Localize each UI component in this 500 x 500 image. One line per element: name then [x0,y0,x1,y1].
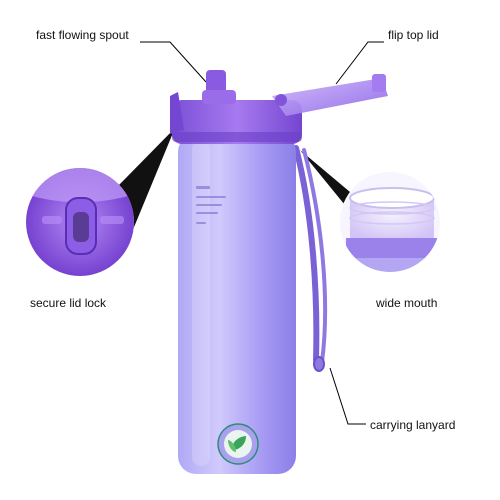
bottle-body [178,134,296,474]
flip-top-lid [272,78,388,116]
lid-leader-line [335,41,384,85]
bottle-printed-text [196,186,226,224]
spout-leader-line [140,41,207,83]
wide-mouth-label: wide mouth [376,296,438,310]
lid-lock-tab [170,92,184,134]
lid [170,70,388,144]
wide-mouth-closeup [340,172,440,272]
leader-lines [140,41,384,425]
lanyard-label: carrying lanyard [370,418,456,432]
lanyard-strap [293,145,328,372]
flip-top-lid-label: flip top lid [388,28,439,42]
bottle [178,134,296,474]
spout-label: fast flowing spout [36,28,129,42]
eco-badge-icon [217,423,259,465]
lid-lock-label: secure lid lock [30,296,107,310]
lanyard-leader-line [329,367,366,425]
lock-callout-wedge [118,128,175,232]
